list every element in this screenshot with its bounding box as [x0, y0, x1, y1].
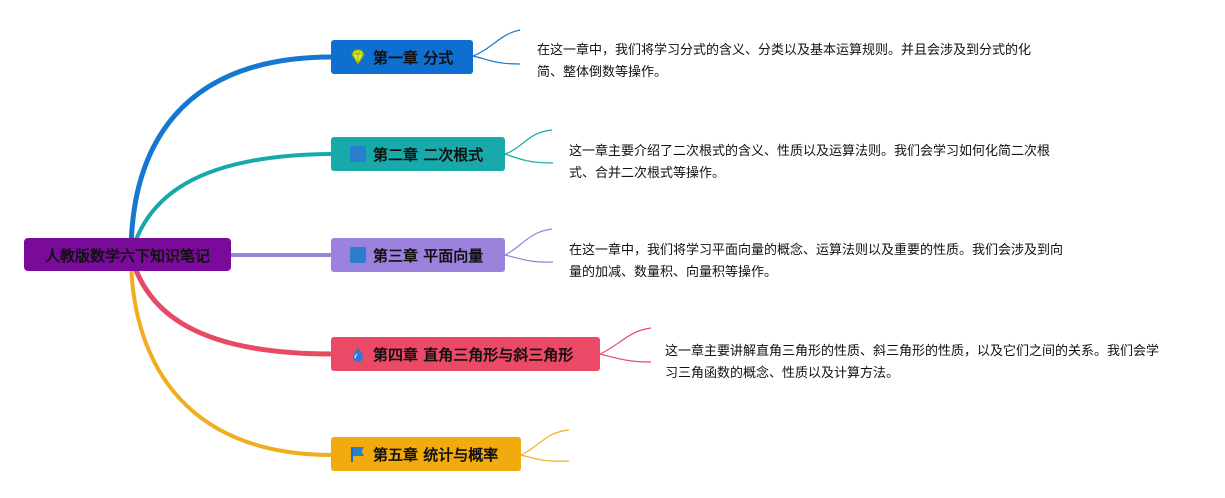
chapter-3-node[interactable]: 第三章 平面向量 — [331, 238, 505, 272]
branch-line-chapter-1 — [128, 54, 335, 258]
drop-icon — [349, 345, 367, 363]
gem-icon — [349, 48, 367, 66]
chapter-2-label: 第二章 二次根式 — [373, 145, 484, 164]
summary-connector-chapter-1 — [472, 29, 521, 65]
summary-connector-chapter-4 — [599, 327, 652, 363]
chapter-2-summary: 这一章主要介绍了二次根式的含义、性质以及运算法则。我们会学习如何化简二次根式、合… — [569, 144, 1051, 181]
square-icon — [349, 246, 367, 264]
chapter-1-node[interactable]: 第一章 分式 — [331, 40, 473, 74]
chapter-3-label: 第三章 平面向量 — [373, 246, 484, 265]
summary-connector-chapter-2 — [504, 129, 554, 164]
square-icon — [349, 145, 367, 163]
chapter-4-node[interactable]: 第四章 直角三角形与斜三角形 — [331, 337, 600, 371]
chapter-5-label: 第五章 统计与概率 — [373, 445, 499, 464]
chapter-1-label: 第一章 分式 — [373, 48, 454, 67]
branch-line-chapter-4 — [128, 252, 335, 357]
chapter-5-node[interactable]: 第五章 统计与概率 — [331, 437, 521, 471]
root-node-label: 人教版数学六下知识笔记 — [44, 246, 210, 265]
summary-connector-chapter-5 — [520, 429, 570, 462]
chapter-1-summary: 在这一章中，我们将学习分式的含义、分类以及基本运算规则。并且会涉及到分式的化简、… — [537, 43, 1032, 80]
chapter-4-label: 第四章 直角三角形与斜三角形 — [373, 345, 574, 364]
chapter-4-summary: 这一章主要讲解直角三角形的性质、斜三角形的性质，以及它们之间的关系。我们会学习三… — [665, 344, 1160, 381]
summary-connector-chapter-3 — [504, 228, 554, 263]
root-node[interactable]: 人教版数学六下知识笔记 — [24, 238, 231, 271]
branch-line-chapter-2 — [129, 152, 334, 257]
chapter-3-summary: 在这一章中，我们将学习平面向量的概念、运算法则以及重要的性质。我们会涉及到向量的… — [569, 243, 1064, 280]
flag-icon — [349, 445, 367, 463]
branch-line-chapter-5 — [129, 253, 334, 457]
chapter-2-node[interactable]: 第二章 二次根式 — [331, 137, 505, 171]
